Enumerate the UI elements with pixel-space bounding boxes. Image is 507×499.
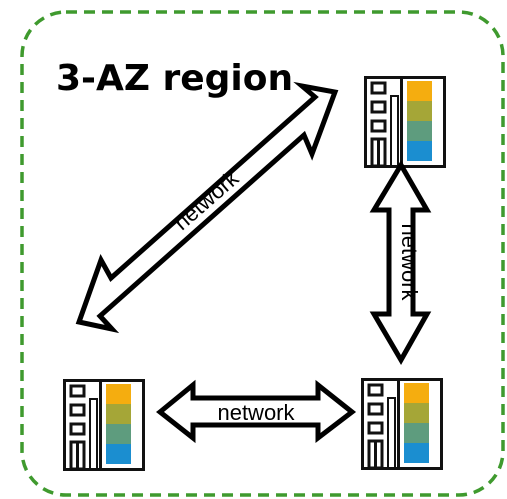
network-label-horizontal: network — [217, 400, 295, 425]
building-icon-bottom-right — [359, 378, 445, 470]
region-title: 3-AZ region — [56, 58, 293, 99]
network-label-vertical: network — [397, 223, 422, 301]
network-arrow-vertical: network — [369, 160, 432, 366]
network-arrow-horizontal: network — [156, 379, 357, 444]
network-arrow-diagonal: network — [75, 81, 339, 334]
building-icon-top-right — [362, 76, 448, 168]
building-icon-bottom-left — [61, 379, 147, 471]
region-border — [20, 10, 505, 497]
